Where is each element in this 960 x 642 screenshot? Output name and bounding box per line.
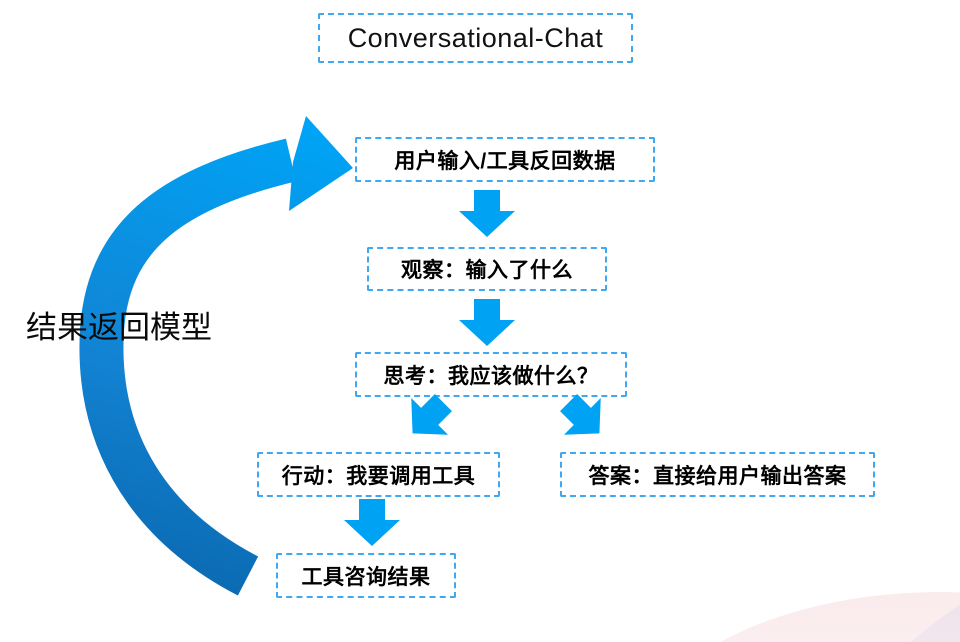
down-arrow-icon xyxy=(344,499,400,546)
node-action-label: 行动：我要调用工具 xyxy=(281,464,476,488)
node-action: 行动：我要调用工具 xyxy=(257,452,500,497)
node-tool-result-label: 工具咨询结果 xyxy=(301,565,431,589)
down-arrow-icon xyxy=(459,299,515,346)
down-right-arrow-icon xyxy=(558,394,610,440)
node-observe-label: 观察：输入了什么 xyxy=(401,259,573,282)
down-left-arrow-icon xyxy=(402,394,454,440)
node-answer-label: 答案：直接给用户输出答案 xyxy=(588,464,847,488)
node-tool-result: 工具咨询结果 xyxy=(276,553,456,598)
node-user-input: 用户输入/工具反回数据 xyxy=(355,137,655,182)
diagram-title: Conversational-Chat xyxy=(347,22,604,53)
node-answer: 答案：直接给用户输出答案 xyxy=(560,452,875,497)
loop-label: 结果返回模型 xyxy=(26,310,212,345)
node-think: 思考：我应该做什么？ xyxy=(355,352,627,397)
node-observe: 观察：输入了什么 xyxy=(367,247,607,291)
down-arrow-icon xyxy=(459,190,515,237)
node-think-label: 思考：我应该做什么？ xyxy=(383,364,599,388)
diagram-title-box: Conversational-Chat xyxy=(318,13,633,63)
node-user-input-label: 用户输入/工具反回数据 xyxy=(394,149,616,173)
